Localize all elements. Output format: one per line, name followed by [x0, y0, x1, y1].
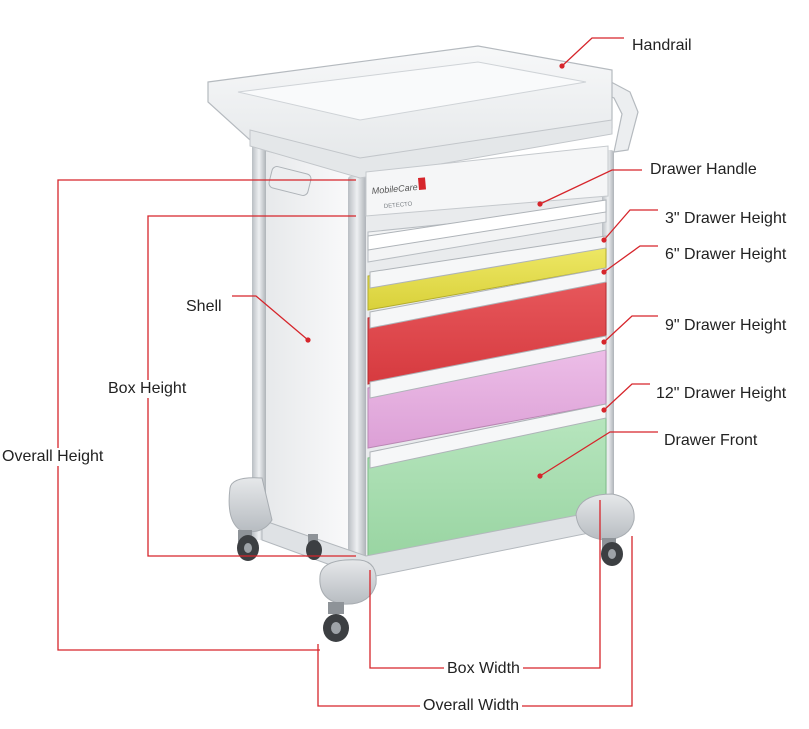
dot-drawer-handle: [537, 201, 543, 207]
label-box-height: Box Height: [106, 380, 189, 398]
caster-front-left: [323, 602, 349, 642]
label-drawer-12: 12" Drawer Height: [656, 385, 787, 402]
caster-rear-left: [237, 530, 259, 561]
leader-drawer-12: [603, 383, 650, 411]
bumper-front-right: [575, 493, 635, 541]
label-box-width: Box Width: [444, 660, 523, 678]
side-shell: [261, 149, 359, 561]
leader-drawer-3: [603, 209, 658, 241]
leader-handrail: [561, 37, 624, 67]
leader-drawer-9: [603, 315, 658, 343]
tray-front-lip: [249, 119, 613, 179]
label-drawer-6: 6" Drawer Height: [665, 246, 787, 263]
bumper-rear-left: [228, 477, 273, 533]
bumper-front-left: [319, 559, 377, 605]
dot-drawer-front: [537, 473, 543, 479]
leader-shell: [232, 295, 309, 341]
logo-panel: [365, 145, 609, 217]
label-drawer-front: Drawer Front: [664, 432, 758, 449]
maker-logo-text: DETECTO: [384, 201, 413, 209]
cart-base: [228, 477, 635, 642]
caster-front-right: [601, 538, 623, 566]
caster-rear-right: [306, 534, 322, 560]
label-handrail: Handrail: [632, 37, 692, 54]
leader-drawer-handle: [539, 169, 642, 205]
dot-drawer-6: [601, 269, 607, 275]
dot-shell: [305, 337, 311, 343]
tray-recess: [237, 61, 587, 121]
drawer-red-handle: [369, 267, 607, 329]
label-drawer-9: 9" Drawer Height: [665, 317, 787, 334]
dot-drawer-3: [601, 237, 607, 243]
leader-drawer-front: [539, 431, 658, 477]
dot-handrail: [559, 63, 565, 69]
leader-overall-height: [57, 179, 356, 651]
label-shell: Shell: [186, 298, 222, 315]
dot-drawer-12: [601, 407, 607, 413]
drawer-green-handle: [369, 403, 607, 469]
side-grip: [268, 166, 312, 196]
drawers: [367, 199, 607, 563]
drawer-pink-handle: [369, 335, 607, 399]
label-drawer-3: 3" Drawer Height: [665, 210, 787, 227]
label-drawer-handle: Drawer Handle: [650, 161, 757, 178]
leader-dots: [305, 63, 607, 479]
front-post: [348, 176, 366, 568]
leader-lines: [57, 37, 658, 707]
dot-drawer-9: [601, 339, 607, 345]
drawer-white-handle: [367, 199, 607, 251]
cart-top: [207, 45, 639, 217]
label-overall-width: Overall Width: [420, 697, 523, 715]
label-overall-height: Overall Height: [0, 448, 106, 466]
brand-logo-text: MobileCare: [371, 182, 418, 196]
leader-drawer-6: [603, 245, 658, 273]
brand-logo: MobileCare DETECTO: [371, 177, 427, 210]
drawer-yellow-handle: [369, 235, 607, 289]
rear-post: [252, 140, 266, 540]
brand-logo-mark: [418, 177, 427, 190]
